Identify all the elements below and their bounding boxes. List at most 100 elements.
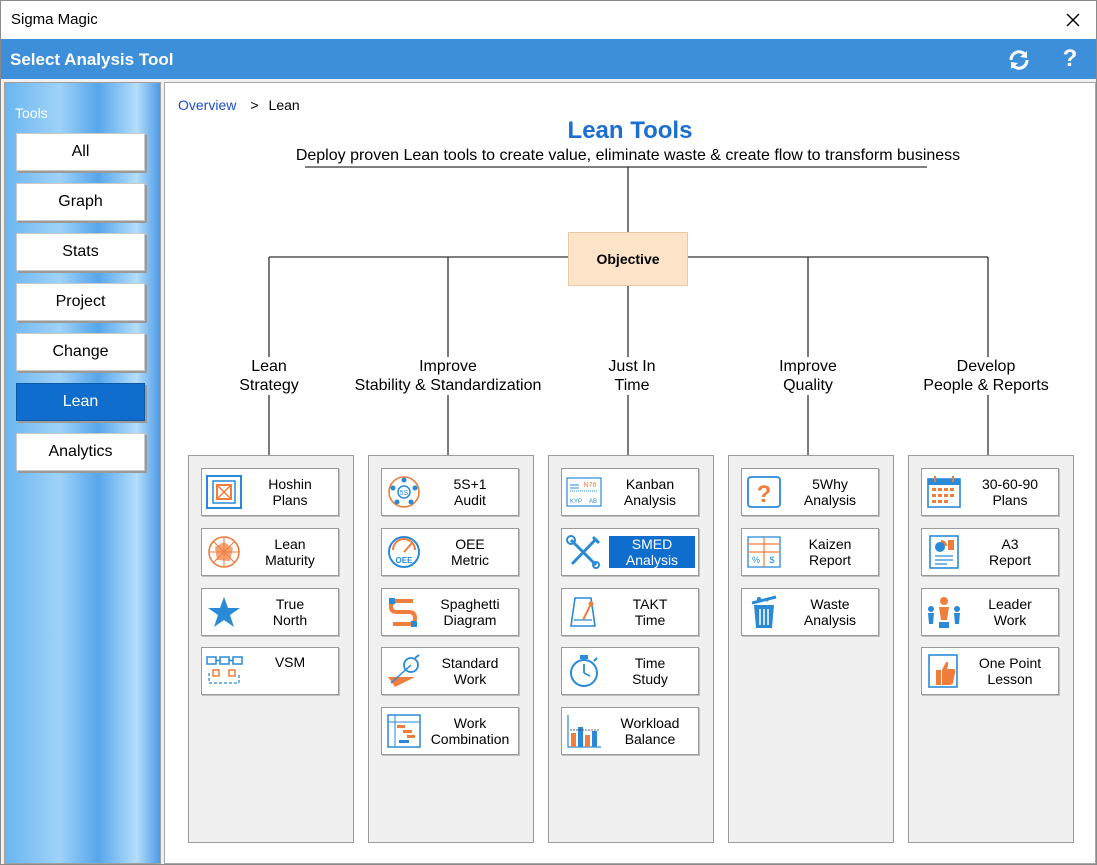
tool-lean-button[interactable]: Lean bbox=[16, 383, 145, 421]
star-icon bbox=[208, 597, 240, 627]
tool-label: One Point Lesson bbox=[978, 655, 1042, 687]
breadcrumb: Overview > Lean bbox=[178, 97, 300, 113]
tool-hoshin-plans[interactable]: Hoshin Plans bbox=[201, 468, 339, 516]
breadcrumb-overview-link[interactable]: Overview bbox=[178, 97, 237, 113]
tool-label: Workload Balance bbox=[620, 715, 680, 747]
tool-label: TAKT Time bbox=[632, 596, 668, 628]
breadcrumb-separator: > bbox=[250, 97, 259, 113]
calendar-icon bbox=[927, 476, 961, 508]
tool-label-selected: SMED Analysis bbox=[609, 536, 695, 568]
leader-icon bbox=[928, 597, 960, 628]
tool-vsm[interactable]: VSM bbox=[201, 647, 339, 695]
spaghetti-icon bbox=[388, 598, 418, 627]
main-panel: Overview > Lean Lean Tools Deploy proven L… bbox=[164, 82, 1096, 864]
standard-work-icon bbox=[388, 654, 420, 687]
tool-stats-button[interactable]: Stats bbox=[16, 233, 145, 271]
question-icon: ? bbox=[747, 476, 781, 508]
tool-lean-maturity[interactable]: Lean Maturity bbox=[201, 528, 339, 576]
tool-all-button[interactable]: All bbox=[16, 133, 145, 171]
tool-kaizen-report[interactable]: % $ Kaizen Report bbox=[741, 528, 879, 576]
vsm-icon bbox=[206, 656, 243, 684]
help-button[interactable]: ? bbox=[1062, 45, 1078, 72]
column-label-stability: Improve Stability & Standardization bbox=[354, 358, 542, 394]
tool-label: Work Combination bbox=[430, 715, 510, 747]
tool-work-combination[interactable]: Work Combination bbox=[381, 707, 519, 755]
stopwatch-icon bbox=[570, 655, 598, 687]
smed-icon bbox=[566, 535, 601, 569]
tool-label: Standard Work bbox=[441, 655, 499, 687]
tool-label: Waste Analysis bbox=[803, 596, 857, 628]
tool-label: Leader Work bbox=[988, 596, 1032, 628]
column-label-jit: Just In Time bbox=[608, 358, 656, 394]
connector-lines bbox=[268, 166, 989, 455]
kanban-icon: N76 KYP AB bbox=[566, 477, 602, 507]
tool-smed-analysis[interactable]: SMED Analysis bbox=[561, 528, 699, 576]
tool-a3-report[interactable]: A3 Report bbox=[921, 528, 1059, 576]
tool-label: Time Study bbox=[632, 655, 668, 687]
takt-icon bbox=[570, 597, 596, 627]
kaizen-icon: % $ bbox=[747, 536, 781, 568]
5s-icon: 5S bbox=[388, 476, 420, 508]
tool-graph-button[interactable]: Graph bbox=[16, 183, 145, 221]
column-label-quality: Improve Quality bbox=[779, 358, 837, 394]
refresh-icon[interactable] bbox=[1005, 46, 1033, 74]
title-bar: Sigma Magic bbox=[1, 1, 1096, 39]
tool-change-button[interactable]: Change bbox=[16, 333, 145, 371]
tool-analytics-button[interactable]: Analytics bbox=[16, 433, 145, 471]
svg-text:KYP: KYP bbox=[570, 499, 582, 505]
tool-label: Hoshin Plans bbox=[268, 476, 312, 508]
tool-waste-analysis[interactable]: Waste Analysis bbox=[741, 588, 879, 636]
svg-text:OEE: OEE bbox=[396, 556, 414, 565]
column-label-lean-strategy: Lean Strategy bbox=[239, 358, 299, 394]
column-panel-stability: 5S 5S+1 Audit OEE OEE Metric bbox=[368, 455, 534, 843]
page-subtitle: Deploy proven Lean tools to create value… bbox=[295, 147, 961, 164]
tool-label: True North bbox=[272, 596, 308, 628]
svg-text:AB: AB bbox=[589, 499, 597, 505]
tool-standard-work[interactable]: Standard Work bbox=[381, 647, 519, 695]
svg-text:$: $ bbox=[769, 555, 774, 565]
tool-project-button[interactable]: Project bbox=[16, 283, 145, 321]
close-icon[interactable] bbox=[1050, 1, 1096, 39]
a3-report-icon bbox=[929, 535, 959, 569]
tools-sidebar: Tools All Graph Stats Project Change Lea… bbox=[4, 82, 161, 864]
thumbs-up-icon bbox=[928, 654, 958, 688]
tool-time-study[interactable]: Time Study bbox=[561, 647, 699, 695]
svg-text:%: % bbox=[752, 555, 760, 565]
tool-label: Kaizen Report bbox=[808, 536, 852, 568]
tool-label: Lean Maturity bbox=[265, 536, 315, 568]
tool-5s-audit[interactable]: 5S 5S+1 Audit bbox=[381, 468, 519, 516]
tool-kanban-analysis[interactable]: N76 KYP AB Kanban Analysis bbox=[561, 468, 699, 516]
tool-label: VSM bbox=[274, 654, 306, 670]
tool-takt-time[interactable]: TAKT Time bbox=[561, 588, 699, 636]
column-panel-people: 30-60-90 Plans A3 Report bbox=[908, 455, 1074, 843]
tool-30-60-90-plans[interactable]: 30-60-90 Plans bbox=[921, 468, 1059, 516]
column-panel-lean-strategy: Hoshin Plans Lean Maturity True North bbox=[188, 455, 354, 843]
tool-label: 5Why Analysis bbox=[803, 476, 857, 508]
column-label-people: Develop People & Reports bbox=[923, 358, 1049, 394]
tool-oee-metric[interactable]: OEE OEE Metric bbox=[381, 528, 519, 576]
svg-text:N76: N76 bbox=[584, 482, 597, 489]
tool-5why-analysis[interactable]: ? 5Why Analysis bbox=[741, 468, 879, 516]
breadcrumb-current: Lean bbox=[268, 97, 300, 113]
header-bar: Select Analysis Tool ? bbox=[1, 39, 1096, 79]
trash-icon bbox=[751, 595, 777, 628]
tool-label: 30-60-90 Plans bbox=[981, 476, 1039, 508]
tool-one-point-lesson[interactable]: One Point Lesson bbox=[921, 647, 1059, 695]
column-panel-quality: ? 5Why Analysis % $ Kaizen Report bbox=[728, 455, 894, 843]
oee-icon: OEE bbox=[388, 536, 420, 568]
workload-icon bbox=[567, 715, 601, 748]
tool-leader-work[interactable]: Leader Work bbox=[921, 588, 1059, 636]
tool-true-north[interactable]: True North bbox=[201, 588, 339, 636]
tools-label: Tools bbox=[15, 105, 48, 121]
page-title: Lean Tools bbox=[567, 117, 693, 144]
tool-label: Kanban Analysis bbox=[623, 476, 677, 508]
column-panel-jit: N76 KYP AB Kanban Analysis SMED Analysis bbox=[548, 455, 714, 843]
svg-text:?: ? bbox=[757, 481, 772, 508]
window-title: Sigma Magic bbox=[11, 11, 98, 28]
dialog-title: Select Analysis Tool bbox=[10, 50, 174, 69]
maturity-icon bbox=[208, 536, 240, 568]
tool-spaghetti-diagram[interactable]: Spaghetti Diagram bbox=[381, 588, 519, 636]
tool-workload-balance[interactable]: Workload Balance bbox=[561, 707, 699, 755]
tool-label: Spaghetti Diagram bbox=[440, 596, 500, 628]
